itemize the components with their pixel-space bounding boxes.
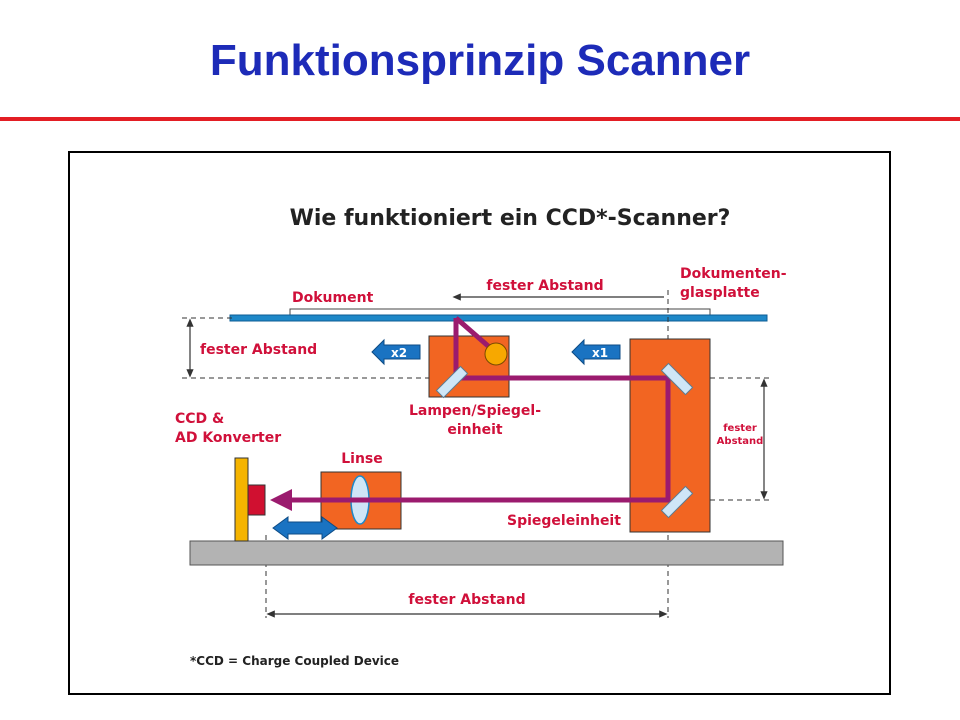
label-fester-abstand-top: fester Abstand xyxy=(486,278,603,294)
label-dokument: Dokument xyxy=(292,290,374,306)
light-beam xyxy=(290,318,671,503)
label-glasplatte-1: Dokumenten- xyxy=(680,266,787,282)
label-spiegeleinheit: Spiegeleinheit xyxy=(507,513,621,529)
lens-movement-arrow xyxy=(272,516,338,540)
label-linse: Linse xyxy=(341,451,383,467)
diagram-heading: Wie funktioniert ein CCD*-Scanner? xyxy=(290,206,731,231)
document-sheet xyxy=(289,308,711,316)
ccd-board xyxy=(234,457,249,542)
lamp-icon xyxy=(484,342,508,366)
movement-arrow-x2 xyxy=(371,338,421,366)
label-ccd-2: AD Konverter xyxy=(175,430,281,446)
label-lampen-2: einheit xyxy=(447,422,503,438)
label-fester-abstand-left: fester Abstand xyxy=(200,342,317,358)
title-rule xyxy=(0,117,960,121)
dimension-arrows xyxy=(186,293,768,618)
mirror-lower xyxy=(660,485,694,519)
glass-plate xyxy=(229,314,768,322)
footnote: *CCD = Charge Coupled Device xyxy=(190,654,399,668)
label-lampen-1: Lampen/Spiegel- xyxy=(409,403,541,419)
ccd-sensor xyxy=(247,484,266,516)
label-fester-right-1: fester xyxy=(723,423,757,434)
label-fester-right-2: Abstand xyxy=(717,436,764,447)
label-ccd-1: CCD & xyxy=(175,411,224,427)
figure-frame xyxy=(68,151,891,695)
label-x2: x2 xyxy=(391,346,407,360)
movement-arrow-x1 xyxy=(571,338,621,366)
light-beam-arrowhead xyxy=(270,489,292,511)
label-fester-abstand-bottom: fester Abstand xyxy=(408,592,525,608)
mirror-lamp-unit xyxy=(435,365,469,399)
label-x1: x1 xyxy=(592,346,608,360)
base-plate xyxy=(189,540,784,566)
label-glasplatte-2: glasplatte xyxy=(680,285,760,301)
slide-title: Funktionsprinzip Scanner xyxy=(209,36,751,85)
mirrors xyxy=(435,362,694,519)
mirror-upper xyxy=(660,362,694,396)
